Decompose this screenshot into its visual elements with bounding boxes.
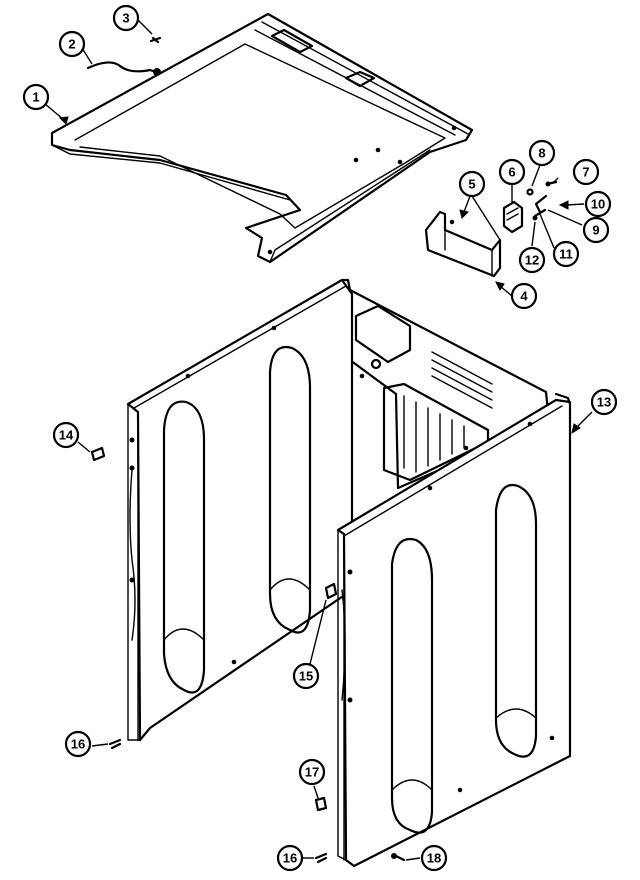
screw-16-left <box>108 738 122 750</box>
clip-15 <box>324 582 338 600</box>
callout-1: 1 <box>22 83 50 111</box>
callout-12: 12 <box>518 246 546 274</box>
callout-4: 4 <box>510 282 538 310</box>
callout-9: 9 <box>582 216 610 244</box>
callout-18: 18 <box>420 844 448 872</box>
callout-10-label: 10 <box>591 197 605 212</box>
screw-18 <box>394 854 406 862</box>
callout-14: 14 <box>52 421 80 449</box>
callout-15: 15 <box>292 662 320 690</box>
right-corner-bracket <box>554 392 572 406</box>
callout-1-label: 1 <box>32 90 39 105</box>
leader-lines <box>43 19 593 861</box>
callout-8-label: 8 <box>538 146 545 161</box>
clip-14 <box>90 446 106 462</box>
callout-7-label: 7 <box>582 165 589 180</box>
callout-11-label: 11 <box>559 247 573 262</box>
top-corner-bracket <box>340 278 352 292</box>
callout-16-bottom: 16 <box>276 844 304 872</box>
callout-16-left: 16 <box>64 730 92 758</box>
callout-4-label: 4 <box>520 289 528 304</box>
left-side-panel <box>126 278 354 742</box>
fastener-17 <box>314 796 328 812</box>
callout-11: 11 <box>552 240 580 268</box>
screw <box>149 36 162 44</box>
callout-6-label: 6 <box>508 165 515 180</box>
callout-3-label: 3 <box>122 11 129 26</box>
top-panel <box>50 12 474 264</box>
callout-5: 5 <box>458 170 486 198</box>
callout-16-left-label: 16 <box>71 737 85 752</box>
callout-18-label: 18 <box>427 851 441 866</box>
callout-6: 6 <box>498 158 526 186</box>
callout-8: 8 <box>528 139 556 167</box>
callout-2-label: 2 <box>68 37 75 52</box>
callout-12-label: 12 <box>525 253 539 268</box>
wire-harness <box>86 61 158 74</box>
callout-14-label: 14 <box>59 428 74 443</box>
screw-18-head <box>391 853 397 859</box>
callout-7: 7 <box>572 158 600 186</box>
callout-13-label: 13 <box>597 395 611 410</box>
wire-clip <box>153 68 161 76</box>
callout-5-label: 5 <box>468 177 475 192</box>
callout-16-bottom-label: 16 <box>283 851 297 866</box>
callout-13: 13 <box>590 388 618 416</box>
callout-9-label: 9 <box>592 223 599 238</box>
screw-16-bottom <box>314 852 328 864</box>
callout-17: 17 <box>298 758 326 786</box>
callout-17-label: 17 <box>305 765 319 780</box>
callout-15-label: 15 <box>299 669 313 684</box>
callout-10: 10 <box>584 190 612 218</box>
right-side-panel <box>336 398 572 868</box>
callout-3: 3 <box>112 4 140 32</box>
callout-2: 2 <box>58 30 86 58</box>
